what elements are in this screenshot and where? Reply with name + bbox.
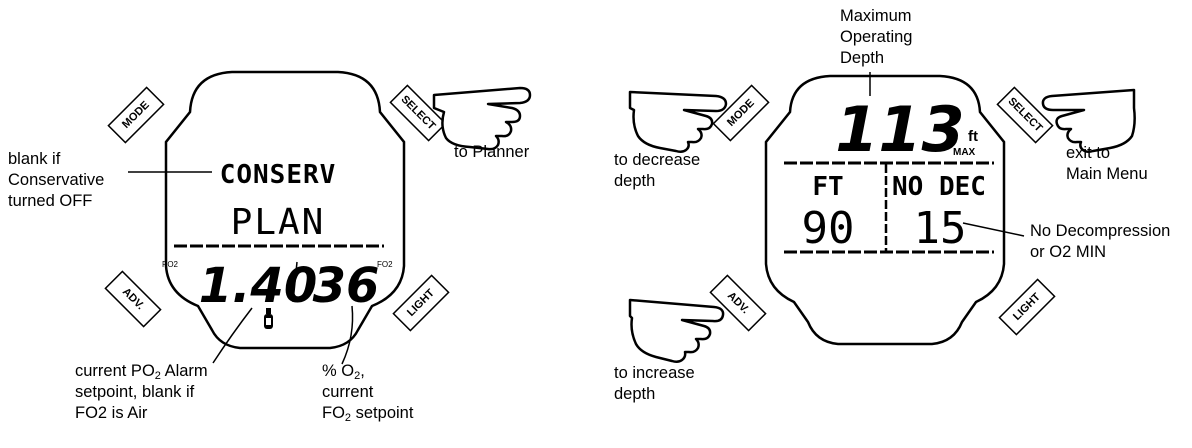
left-conserv-text: CONSERV [220,160,337,190]
right-max-tag: MAX [953,147,976,158]
o2-note: % O2, current FO2 setpoint [322,362,414,424]
nodec-label: No Decompression or O2 MIN [1030,222,1171,261]
left-pointing-hand-icon [432,86,532,151]
right-nodec-value: 15 [914,203,967,254]
po2-note: current PO2 Alarm setpoint, blank if FO2… [75,362,208,422]
right-max-depth-value: 113 [835,93,964,166]
left-light-button[interactable]: LIGHT [392,274,450,332]
left-plan-text: PLAN [231,202,326,243]
right-leader-lines [869,72,1025,237]
left-po2-value: 1.40 [199,258,317,314]
increase-label: to increase depth [614,364,695,403]
left-fo2-value: 36 [313,258,380,314]
exit-pointing-hand-icon [1041,88,1136,154]
increase-pointing-hand-icon [628,298,725,364]
left-bezel [164,70,406,350]
left-mode-button[interactable]: MODE [107,86,165,144]
decrease-label: to decrease depth [614,151,701,190]
right-bezel [764,74,1006,346]
right-select-button[interactable]: SELECT [996,86,1054,144]
left-po2-tag: PO2 [162,260,179,269]
left-fo2-tag: FO2 [377,260,393,269]
left-select-button[interactable]: SELECT [389,84,447,142]
right-depth-value: 90 [802,203,855,254]
right-adv-button[interactable]: ADV. [709,274,767,332]
left-leader-lines [128,171,354,365]
conserv-note: blank if Conservative turned OFF [8,150,105,210]
left-device: MODE SELECT ADV. LIGHT CONSERV PLAN PO2 … [104,70,450,350]
right-mode-button[interactable]: MODE [712,84,770,142]
right-nodec-header: NO DEC [892,172,986,202]
right-ft-header: FT [812,172,843,202]
right-unit-label: ft [968,128,978,145]
left-adv-button[interactable]: ADV. [104,270,162,328]
right-device: MODE SELECT ADV. LIGHT 113 ft MAX FT NO … [709,74,1056,346]
planner-label: to Planner [454,143,530,161]
decrease-pointing-hand-icon [628,90,728,154]
right-light-button[interactable]: LIGHT [998,278,1056,336]
left-value-divider [292,261,298,303]
tank-icon [264,308,273,329]
mod-label: Maximum Operating Depth [840,7,913,67]
exit-label: exit to Main Menu [1066,144,1148,183]
